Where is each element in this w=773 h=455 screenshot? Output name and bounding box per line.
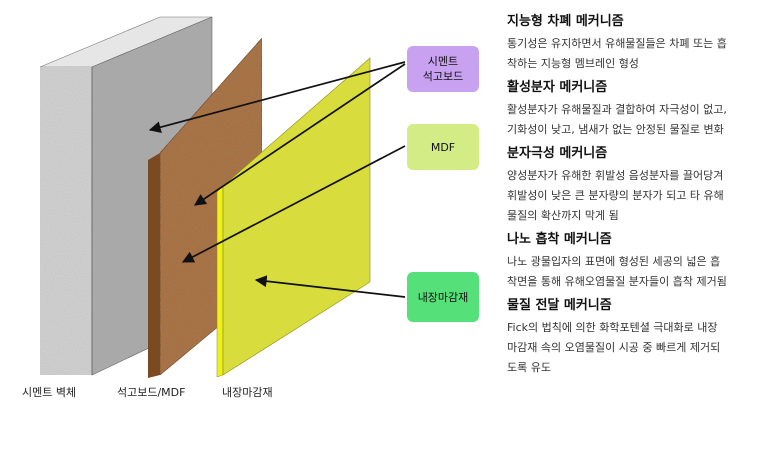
description-line: Fick의 법칙에 의한 화학포텐셜 극대화로 내장 xyxy=(507,321,718,334)
arrow-mdf-board xyxy=(181,145,406,263)
description-line: 물질의 확산까지 막게 됨 xyxy=(507,209,619,222)
mechanism-nano-adsorption: 나노 흡착 메커니즘 나노 광물입자의 표면에 형성된 세공의 넓은 흡 착면을… xyxy=(507,230,769,292)
description-line: 기화성이 낮고, 냄새가 없는 안정된 물질로 변화 xyxy=(507,123,724,136)
finish-tag-label: 내장마감재 xyxy=(417,290,469,304)
description-line: 통기성은 유지하면서 유해물질들은 차폐 또는 흡 xyxy=(507,37,727,50)
mechanism-active-molecule: 활성분자 메커니즘 활성분자가 유해물질과 결합하여 자극성이 없고, 기화성이… xyxy=(507,78,769,140)
mechanism-list: 지능형 차폐 메커니즘 통기성은 유지하면서 유해물질들은 차폐 또는 흡 착하… xyxy=(507,12,769,382)
gypsum-mdf-label: 석고보드/MDF xyxy=(117,386,186,399)
interior-finish-label: 내장마감재 xyxy=(222,386,273,399)
board-edge xyxy=(148,153,160,378)
mechanism-title: 분자극성 메커니즘 xyxy=(507,146,608,161)
pointer-arrows xyxy=(148,61,406,298)
description-line: 착하는 지능형 멤브레인 형성 xyxy=(507,57,639,70)
mechanism-title: 활성분자 메커니즘 xyxy=(507,80,608,95)
mechanism-description: Fick의 법칙에 의한 화학포텐셜 극대화로 내장 마감재 속의 오염물질이 … xyxy=(507,318,769,378)
cement-tag-line-2: 석고보드 xyxy=(422,70,464,83)
arrow-cement-wall xyxy=(148,61,406,133)
interior-finish-panel xyxy=(216,57,371,378)
interior-finish-tag: 내장마감재 xyxy=(407,272,479,322)
cement-wall-label: 시멘트 벽체 xyxy=(22,386,77,399)
layered-wall-diagram xyxy=(39,16,406,378)
mechanism-description: 나노 광물입자의 표면에 형성된 세공의 넓은 흡 착면을 통해 유해오염물질 … xyxy=(507,252,769,292)
mechanism-title: 물질 전달 메커니즘 xyxy=(507,298,612,313)
arrow-cement-board xyxy=(194,63,406,206)
finish-face xyxy=(222,57,371,376)
mechanism-description: 양성분자가 유해한 휘발성 음성분자를 끌어당겨 휘발성이 낮은 큰 분자량의 … xyxy=(507,166,769,226)
mdf-tag-label: MDF xyxy=(430,140,456,154)
mdf-tag: MDF xyxy=(407,124,479,170)
mechanism-title: 나노 흡착 메커니즘 xyxy=(507,232,612,247)
cement-wall-side xyxy=(40,67,92,375)
mechanism-shielding: 지능형 차폐 메커니즘 통기성은 유지하면서 유해물질들은 차폐 또는 흡 착하… xyxy=(507,12,769,74)
description-line: 착면을 통해 유해오염물질 분자들이 흡착 제거됨 xyxy=(507,275,727,288)
finish-edge xyxy=(216,185,224,378)
mechanism-title: 지능형 차폐 메커니즘 xyxy=(507,14,624,29)
description-line: 마감재 속의 오염물질이 시공 중 빠르게 제거되 xyxy=(507,341,721,354)
mechanism-description: 통기성은 유지하면서 유해물질들은 차폐 또는 흡 착하는 지능형 멤브레인 형… xyxy=(507,34,769,74)
arrow-finish-panel xyxy=(254,275,406,298)
mechanism-description: 활성분자가 유해물질과 결합하여 자극성이 없고, 기화성이 낮고, 냄새가 없… xyxy=(507,100,769,140)
mechanism-mass-transfer: 물질 전달 메커니즘 Fick의 법칙에 의한 화학포텐셜 극대화로 내장 마감… xyxy=(507,296,769,378)
cement-gypsum-tag: 시멘트 석고보드 xyxy=(407,46,479,92)
description-line: 양성분자가 유해한 휘발성 음성분자를 끌어당겨 xyxy=(507,169,724,182)
description-line: 도록 유도 xyxy=(507,361,551,374)
description-line: 나노 광물입자의 표면에 형성된 세공의 넓은 흡 xyxy=(507,255,721,268)
description-line: 활성분자가 유해물질과 결합하여 자극성이 없고, xyxy=(507,103,727,116)
cement-tag-line-1: 시멘트 xyxy=(427,55,459,68)
description-line: 휘발성이 낮은 큰 분자량의 분자가 되고 타 유해 xyxy=(507,189,724,202)
mechanism-molecular-polarity: 분자극성 메커니즘 양성분자가 유해한 휘발성 음성분자를 끌어당겨 휘발성이 … xyxy=(507,144,769,226)
